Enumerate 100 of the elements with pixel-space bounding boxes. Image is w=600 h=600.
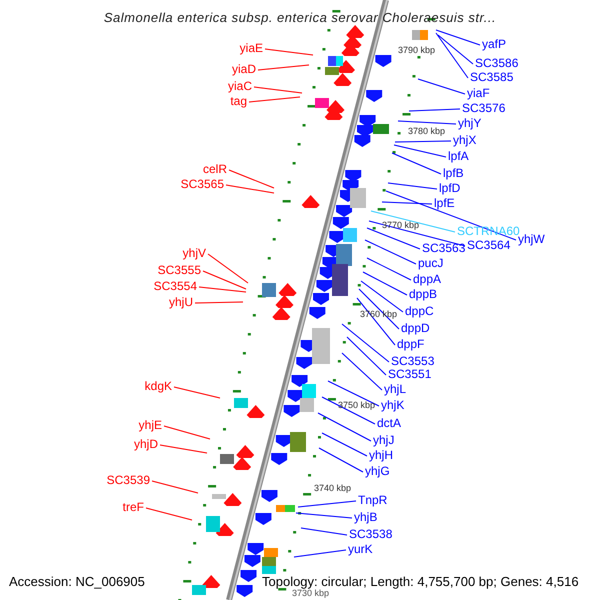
leader-line	[264, 48, 314, 56]
gene-label: SC3564	[467, 237, 510, 253]
position-marker: 3740 kbp	[314, 483, 352, 494]
gene-label: yiaC	[228, 78, 252, 94]
gene-label: celR	[202, 161, 227, 177]
leader-line	[394, 140, 452, 142]
gene-label: yhjY	[458, 115, 482, 131]
leader-line	[360, 280, 404, 312]
leader-line	[202, 270, 246, 290]
gene-label: SC3586	[475, 55, 518, 71]
gene-label: SC3565	[180, 176, 224, 192]
gene-label: yiaE	[240, 40, 263, 56]
leader-line	[328, 380, 380, 406]
gene-label: TnpR	[358, 492, 388, 508]
gene-label: yhjB	[354, 509, 378, 525]
leader-line	[394, 144, 446, 158]
gene-label: yhjX	[453, 132, 476, 148]
leader-line	[358, 288, 400, 330]
gene-label: lpfB	[443, 165, 464, 181]
leader-line	[398, 120, 456, 124]
leader-line	[208, 254, 248, 284]
gene-label: SC3539	[106, 472, 150, 488]
gene-label: SC3553	[391, 353, 434, 369]
leader-line	[392, 152, 442, 174]
leader-line	[438, 34, 474, 64]
leader-line	[164, 426, 210, 440]
leader-line	[436, 30, 480, 46]
leader-line	[368, 220, 466, 246]
gene-label: SC3551	[388, 366, 432, 382]
leader-line	[228, 170, 274, 188]
gene-label: yafP	[482, 36, 506, 52]
gene-label: dppF	[397, 336, 424, 352]
leader-line	[254, 86, 302, 94]
leader-line	[322, 396, 376, 424]
leader-line	[160, 444, 208, 454]
position-marker: 3780 kbp	[408, 126, 446, 137]
gene-label: yhjE	[138, 417, 162, 433]
position-marker: 3750 kbp	[338, 400, 376, 411]
gene-label: yurK	[348, 541, 373, 557]
leader-line	[296, 512, 352, 518]
leader-line	[436, 32, 468, 78]
leader-line	[298, 500, 356, 508]
gene-label: SC3538	[349, 526, 392, 542]
gene-label: lpfD	[439, 180, 460, 196]
gene-label: treF	[122, 499, 144, 515]
gene-label: dppD	[401, 320, 430, 336]
gene-label: yhjW	[518, 231, 545, 247]
leader-line	[318, 448, 364, 472]
leader-line	[226, 184, 274, 194]
leader-line	[356, 298, 396, 346]
leader-line	[174, 386, 220, 398]
leader-line	[146, 508, 192, 520]
leader-line	[342, 352, 382, 390]
title: Salmonella enterica subsp. enterica serovar Choleraesuis str...	[102, 9, 498, 27]
gene-label: SC3576	[462, 100, 506, 116]
leader-line	[300, 528, 348, 536]
gene-label: dppC	[405, 303, 434, 319]
leader-line	[362, 272, 408, 296]
leader-line	[342, 324, 390, 362]
leader-line	[418, 78, 466, 94]
leader-line	[366, 258, 412, 280]
gene-label: lpfE	[434, 195, 455, 211]
gene-label: dppB	[409, 286, 438, 302]
gene-label: yhjK	[381, 397, 404, 413]
leader-line	[248, 96, 300, 102]
leader-line	[152, 480, 198, 494]
leader-line	[322, 432, 368, 456]
leader-line	[346, 336, 386, 376]
leader-line	[366, 228, 420, 250]
leader-line	[364, 240, 416, 264]
position-marker: 3790 kbp	[398, 45, 436, 56]
gene-label: tag	[230, 93, 247, 109]
gene-label: yhjL	[384, 381, 406, 397]
gene-label: yhjG	[365, 463, 390, 479]
leader-line	[386, 190, 516, 240]
leader-line	[198, 286, 246, 292]
gene-label: yhjD	[134, 436, 158, 452]
gene-label: lpfA	[448, 148, 469, 164]
gene-label: dppA	[413, 271, 442, 287]
leader-line	[382, 202, 432, 204]
gene-label: yhjJ	[373, 432, 394, 448]
leader-line	[388, 182, 438, 190]
gene-label: SC3563	[422, 240, 466, 256]
gene-label: yhjU	[168, 294, 193, 310]
gene-label: SC3554	[154, 278, 197, 294]
gene-label: dctA	[377, 415, 402, 431]
leader-line	[318, 412, 372, 442]
leader-line	[258, 64, 310, 70]
gene-label: pucJ	[418, 255, 444, 271]
leader-line	[294, 550, 346, 558]
leader-line	[370, 210, 456, 232]
gene-label: yiaD	[232, 61, 256, 77]
gene-label: yiaF	[467, 85, 490, 101]
footer-info: Topology: circular; Length: 4,755,700 bp; Genes: 4,516	[262, 574, 579, 590]
leader-line	[408, 108, 460, 112]
position-marker: 3730 kbp	[292, 588, 330, 599]
gene-label: kdgK	[144, 378, 172, 394]
footer-info: Accession: NC_006905	[9, 574, 145, 590]
gene-label: yhjH	[369, 447, 394, 463]
gene-label: SC3585	[470, 69, 514, 85]
